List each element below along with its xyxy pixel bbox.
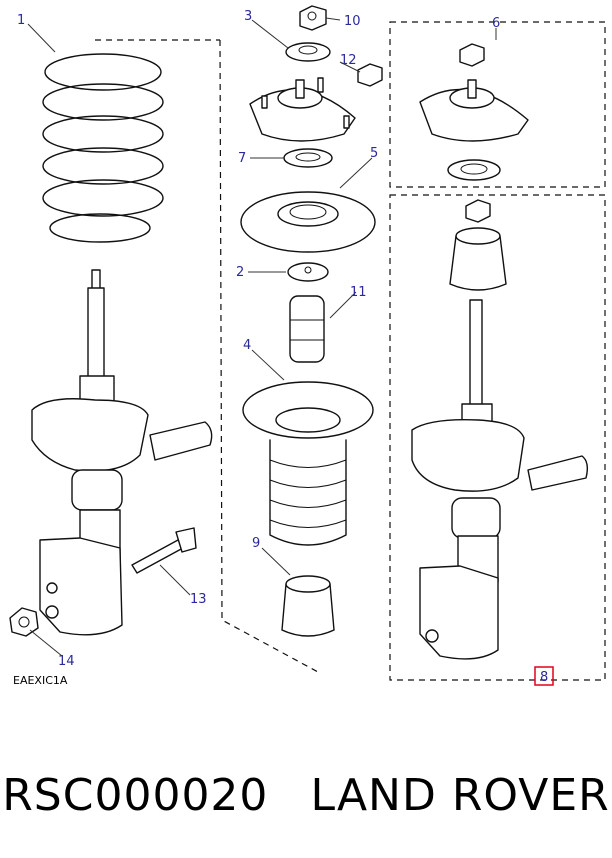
top-mount [249,77,356,142]
callout-leaders [27,17,497,657]
gaiter [242,381,374,546]
callout-8: 8 [540,670,548,685]
bump-stop [289,295,325,363]
callout-6: 6 [492,16,500,31]
callout-14: 14 [58,654,75,669]
assembly-guide-lines [95,21,606,681]
mount-bush [281,575,335,637]
callout-5: 5 [370,146,378,161]
flange-nut [9,607,39,637]
bump-stop-washer [287,262,329,282]
callout-12: 12 [340,53,357,68]
drawing-code: EAEXIC1A [13,674,68,687]
brand-name: LAND ROVER [310,769,610,821]
callout-13: 13 [190,592,207,607]
nut-small [357,63,383,87]
callout-labels: 1 2 3 4 5 6 7 8 9 10 11 12 13 14 [17,9,548,685]
callout-9: 9 [252,536,260,551]
coil-spring [42,53,164,243]
callout-8-highlight-box [534,666,554,686]
nut-top [299,5,327,31]
part-caption: RSC000020 LAND ROVER [0,760,612,830]
callout-11: 11 [350,285,367,300]
callout-1: 1 [17,13,25,28]
callout-2: 2 [236,265,244,280]
top-mount-kit [419,43,529,181]
bearing-7 [283,148,333,168]
callout-10: 10 [344,14,361,29]
strut-assembly-left [31,269,213,636]
callout-7: 7 [238,151,246,166]
strut-assembly-right [411,199,589,660]
callout-4: 4 [243,338,251,353]
washer-top [285,42,331,62]
part-number: RSC000020 [2,769,269,821]
exploded-parts-diagram: 1 2 3 4 5 6 7 8 9 10 11 12 13 14 EAEXIC1… [9,5,606,687]
callout-3: 3 [244,9,252,24]
spring-seat [240,191,376,253]
bolt [131,527,197,574]
